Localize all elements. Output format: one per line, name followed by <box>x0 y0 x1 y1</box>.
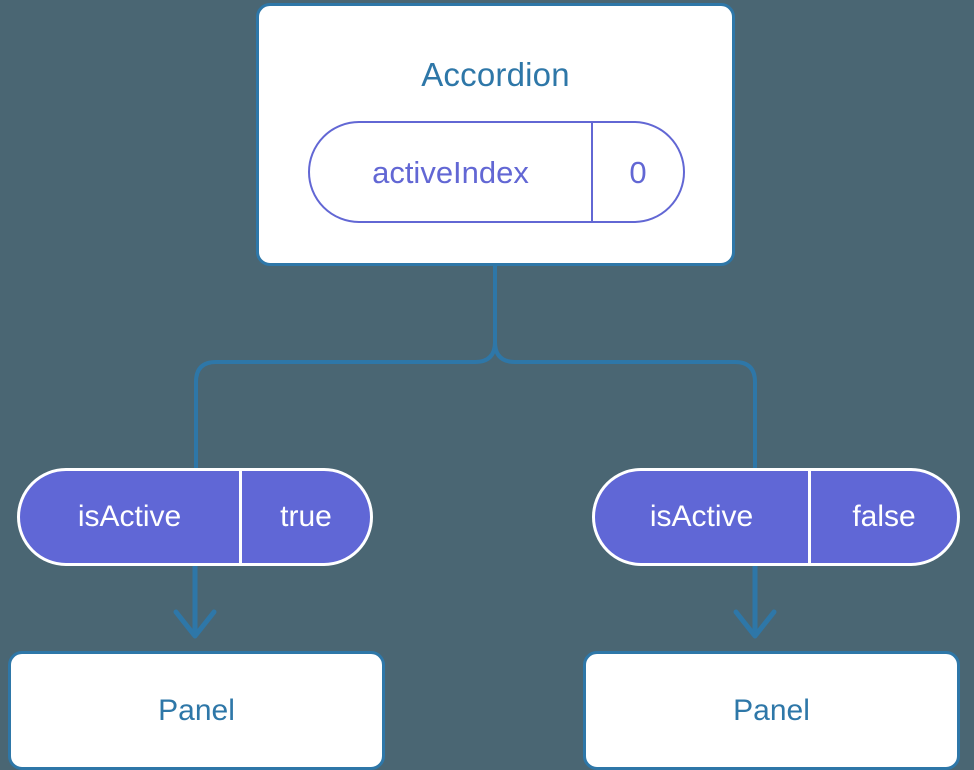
left-prop-pill[interactable]: isActive true <box>17 468 373 566</box>
left-panel-label: Panel <box>158 693 235 727</box>
left-prop-value: true <box>239 471 370 563</box>
accordion-state-pill[interactable]: activeIndex 0 <box>308 121 685 223</box>
connector-to-right-branch <box>493 266 757 468</box>
right-prop-value: false <box>808 471 957 563</box>
connector-to-left-branch <box>194 266 497 468</box>
left-panel-node[interactable]: Panel <box>8 651 385 770</box>
arrow-head-left-icon <box>173 609 217 639</box>
accordion-node[interactable]: Accordion activeIndex 0 <box>256 3 735 266</box>
right-panel-label: Panel <box>733 693 810 727</box>
right-panel-node[interactable]: Panel <box>583 651 960 770</box>
left-prop-key: isActive <box>77 500 182 533</box>
accordion-state-value: 0 <box>591 123 683 221</box>
accordion-state-key: activeIndex <box>372 154 529 190</box>
right-prop-key: isActive <box>649 500 754 533</box>
arrow-head-right-icon <box>733 609 777 639</box>
accordion-title: Accordion <box>421 56 570 93</box>
right-prop-pill[interactable]: isActive false <box>592 468 960 566</box>
